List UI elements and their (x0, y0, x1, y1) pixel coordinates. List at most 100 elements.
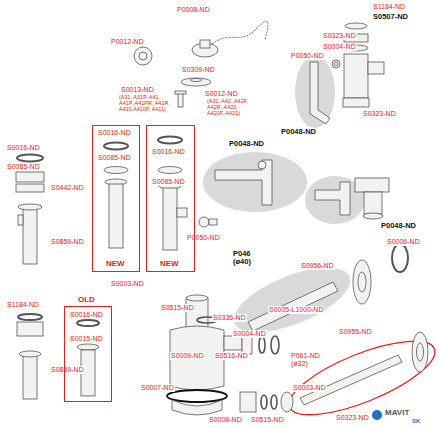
disc (181, 78, 211, 86)
part-number: S0012-ND (204, 90, 239, 98)
tube-new-1-shape (109, 184, 123, 248)
part-number: S0955-ND (338, 328, 373, 336)
part-number: S0323-ND (322, 32, 357, 40)
fitting-top-right-shape (334, 62, 338, 66)
part-number: S0013-ND (120, 86, 155, 94)
parts-illustration-shape (16, 21, 439, 428)
part-number: S0007-ND (140, 384, 175, 392)
part-number: P0048-ND (228, 140, 265, 148)
fitting-top-right-shape (344, 54, 368, 98)
elbow-hose-shape (310, 62, 330, 124)
part-number: S0859-ND (50, 238, 85, 246)
long-tube-40-shape (358, 272, 366, 292)
part-number: S0309-ND (181, 66, 216, 74)
group-frame: S0016-ND S0085-ND NEW (146, 125, 195, 272)
tube-left-top-shape (17, 155, 43, 162)
tube-new-1-shape (104, 167, 128, 174)
fitting-right-shape (315, 182, 350, 215)
long-tube-40-shape (353, 260, 371, 304)
plug-chain-shape (212, 21, 268, 44)
part-number: S0507-ND (372, 13, 409, 21)
fitting-right-shape (364, 192, 382, 214)
small-part (199, 217, 217, 227)
part-number: S0016-ND (6, 144, 41, 152)
highlight-ellipse-shape (203, 152, 307, 212)
plug-chain-shape (200, 40, 210, 48)
seal-rings-shape (271, 395, 277, 409)
part-number: P0048-ND (380, 222, 417, 230)
part-number: S0003-ND (110, 280, 145, 288)
seal-rings-shape (259, 337, 265, 353)
part-number: S0859-ND (50, 366, 85, 374)
part-number: S0323-ND (362, 110, 397, 118)
fitting-right-shape (355, 178, 389, 192)
part-number: S0004-ND (232, 330, 267, 338)
tube-new-2-shape (158, 167, 182, 174)
tube-left-bottom-shape (17, 322, 43, 336)
highlight-ellipse-shape (295, 56, 335, 128)
tube-old-shape (77, 320, 99, 326)
small-part-shape (199, 217, 209, 227)
bottle-trap (167, 295, 252, 415)
part-number: S0956-ND (300, 262, 335, 270)
cap (134, 47, 152, 65)
long-tube-32 (300, 332, 428, 405)
logo-text: MAVIT (384, 409, 410, 417)
fitting-top-right-shape (332, 60, 340, 68)
elbow-hose (310, 62, 330, 124)
fitting-top-right-shape (343, 98, 369, 107)
part-number: S0009-ND (170, 352, 205, 360)
long-tube-40-shape (248, 282, 338, 331)
part-number: S0085-ND (151, 178, 186, 186)
disc-shape (190, 79, 202, 82)
elbow-mid-shape (215, 160, 272, 205)
part-number: P0048-ND (280, 128, 317, 136)
tube-left-bottom (17, 314, 43, 399)
part-number: S0004-ND (322, 43, 357, 51)
tube-left-bottom-shape (23, 355, 37, 399)
long-tube-40 (248, 244, 408, 331)
part-number: S0003-ND (292, 384, 327, 392)
part-number: (A31, A31P, A41, A41P, A41PR, A41R, A410… (118, 94, 176, 112)
elbow-mid (215, 160, 272, 205)
group-heading: NEW (159, 260, 180, 268)
screw-shape (178, 93, 183, 107)
plug-chain (192, 21, 268, 57)
tube-old (77, 320, 99, 396)
seal-rings-shape (271, 336, 279, 354)
part-number: S0515-ND (250, 416, 285, 424)
tube-left-top-shape (16, 172, 44, 182)
group-heading: OLD (77, 296, 96, 304)
part-number: P046 (ø40) (232, 250, 262, 266)
tube-left-top-shape (18, 215, 23, 225)
part-number: S0016-ND (69, 311, 104, 319)
part-number: S1184-ND (6, 301, 40, 309)
seal-rings-shape (261, 395, 267, 409)
part-number: S0005-L1000-ND (268, 306, 324, 314)
part-number: S0008-ND (208, 416, 243, 424)
part-number: S0515-ND (160, 304, 195, 312)
part-number: P0008-ND (176, 6, 211, 14)
bottle-trap-shape (172, 400, 222, 415)
part-number: S0442-ND (50, 184, 85, 192)
cap-shape (139, 52, 147, 60)
highlight-ellipse (203, 56, 365, 345)
part-number: S0015-ND (69, 335, 104, 343)
group-heading: NEW (105, 260, 126, 268)
part-number: S0085-ND (97, 154, 132, 162)
seal-rings-shape (240, 392, 256, 412)
part-number: P0050-ND (186, 234, 221, 242)
tube-left-top-shape (16, 184, 44, 192)
part-number: S0016-ND (151, 148, 186, 156)
tube-left-top-shape (23, 208, 37, 264)
tube-new-2-shape (177, 208, 187, 217)
part-number: P0012-ND (110, 38, 145, 46)
part-number: P061-ND (ø32) (290, 352, 326, 368)
tube-left-bottom-shape (19, 351, 41, 357)
part-number: S0323-ND (335, 414, 370, 422)
highlight-ellipse-red (281, 327, 439, 428)
seal-rings (240, 336, 293, 412)
small-part-shape (209, 219, 217, 225)
long-tube-32-shape (412, 332, 428, 372)
